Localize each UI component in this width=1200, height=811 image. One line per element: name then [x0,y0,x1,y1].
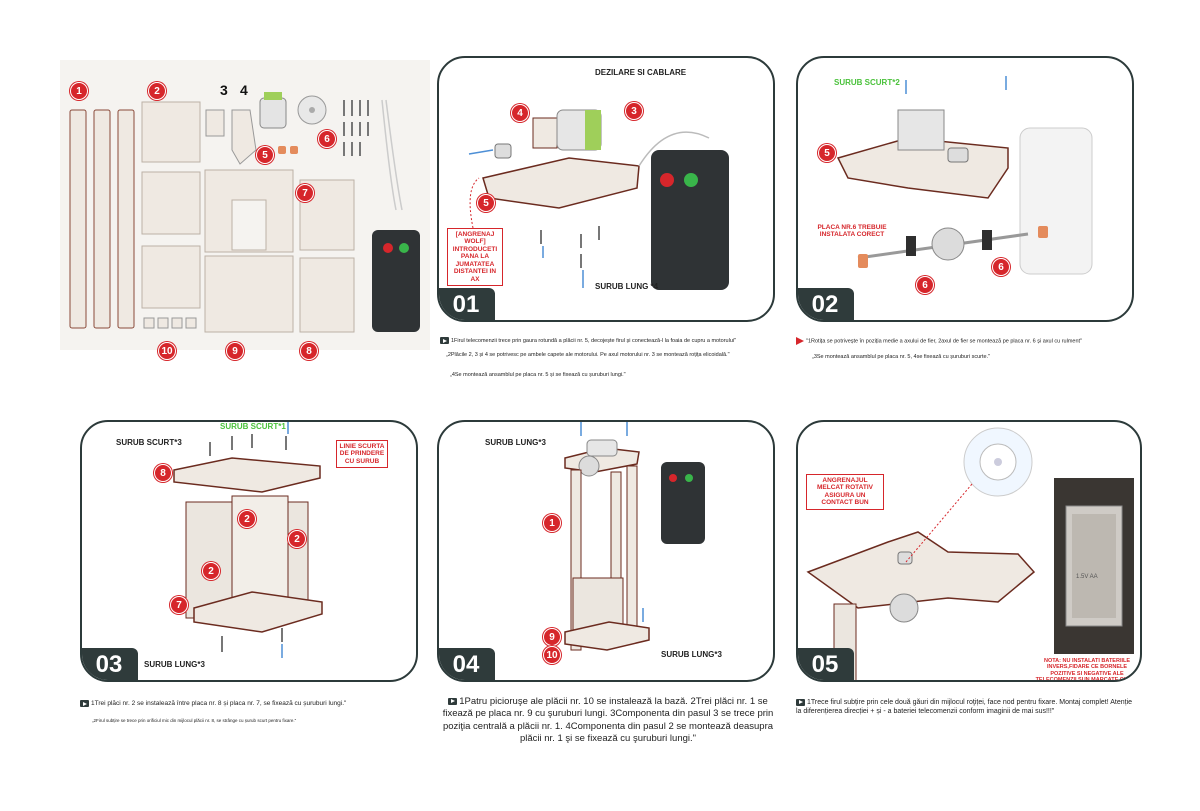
step-03-badge-7: 7 [170,596,188,614]
step-02-note: PLACA NR.6 TREBUIE INSTALATA CORECT [817,224,887,239]
step-04-badge-9: 9 [543,628,561,646]
step-02-badge-6b: 6 [992,258,1010,276]
step-03-screw-label-3: SURUB LUNG*3 [144,660,205,669]
step-03-screw-label-1: SURUB SCURT*1 [220,422,286,431]
step-04-screw-label-1: SURUB LUNG*3 [485,438,546,447]
step-01-badge-4: 4 [511,104,529,122]
step-03-number: 03 [82,648,138,680]
step-03-badge-8: 8 [154,464,172,482]
part-badge-4: 4 [240,82,248,98]
step-01-caption-1-text: 1Firul telecomenzii trece prin gaura rot… [451,337,737,344]
step-04-screw-label-2: SURUB LUNG*3 [661,650,722,659]
step-05-number: 05 [798,648,854,680]
step-01-panel: DEZILARE SI CABLARE SURUB LUNG *4 4 3 5 … [437,56,775,322]
step-05-panel: ANGRENAJUL MELCAT ROTATIV ASIGURA UN CON… [796,420,1142,682]
step-01-screw-label: SURUB LUNG *4 [595,282,659,291]
step-04-illustration [564,422,705,651]
part-badge-5: 5 [256,146,274,164]
step-04-panel: SURUB LUNG*3 SURUB LUNG*3 1 9 10 04 [437,420,775,682]
part-badge-7: 7 [296,184,314,202]
step-02-screw-label: SURUB SCURT*2 [834,78,900,87]
part-badge-3: 3 [220,82,228,98]
play-icon [440,337,449,344]
step-02-illustration [836,76,1093,275]
step-01-caption-2: „2Plăcile 2, 3 și 4 se potrivesc pe ambe… [446,352,730,358]
step-01-illustration [468,109,729,290]
step-04-badge-1: 1 [543,514,561,532]
step-01-badge-3: 3 [625,102,643,120]
parts-overview: 1 2 3 4 5 6 7 8 9 10 [60,60,430,360]
step-02-caption-2: „3Se montează ansamblul pe placa nr. 5, … [812,354,991,360]
part-badge-2: 2 [148,82,166,100]
part-badge-1: 1 [70,82,88,100]
play-icon [796,698,805,706]
step-05-note-gear: ANGRENAJUL MELCAT ROTATIV ASIGURA UN CON… [806,474,884,510]
step-03-badge-2a: 2 [238,510,256,528]
step-02-panel: SURUB SCURT*2 5 6 6 PLACA NR.6 TREBUIE I… [796,56,1134,322]
step-01-number: 01 [439,288,495,320]
step-03-caption-1-text: 1Trei plăci nr. 2 se instalează între pl… [91,700,347,708]
step-05-battery-label: 1.5V AA [1076,574,1098,580]
step-01-badge-5: 5 [477,194,495,212]
step-03-badge-2b: 2 [288,530,306,548]
step-05-caption-text: 1Trece firul subțire prin cele două găur… [796,699,1133,716]
step-02-caption-1-text: "1Rotița se potrivește în poziția medie … [806,338,1082,345]
step-01-caption-3: „4Se montează ansamblul pe placa nr. 5 ș… [450,372,626,378]
part-badge-9: 9 [226,342,244,360]
step-03-note: LINIE SCURTA DE PRINDERE CU SURUB [336,440,388,469]
step-02-number: 02 [798,288,854,320]
step-03-caption-1: 1Trei plăci nr. 2 se instalează între pl… [80,700,420,709]
step-04-caption-text: 1Patru picioruşe ale plăcii nr. 10 se in… [442,696,774,745]
step-03-caption-2: „2Firul subțire se trece prin orificiul … [92,718,297,723]
part-badge-6: 6 [318,130,336,148]
step-01-note: [ANGRENAJ WOLF] INTRODUCETI PANA LA JUMA… [447,228,503,287]
part-badge-8: 8 [300,342,318,360]
step-04-caption: 1Patru picioruşe ale plăcii nr. 10 se in… [438,696,778,745]
step-03-screw-label-2: SURUB SCURT*3 [116,438,182,447]
step-05-caption: 1Trece firul subțire prin cele două găur… [796,698,1136,716]
step-01-caption-1: 1Firul telecomenzii trece prin gaura rot… [440,337,780,345]
step-04-number: 04 [439,648,495,680]
step-02-caption-1: "1Rotița se potrivește în poziția medie … [796,337,1146,346]
play-icon [80,700,89,707]
step-05-illustration [806,427,1134,680]
step-05-note-battery: NOTA: NU INSTALATI BATERIILE INVERS,FIDA… [1035,658,1139,682]
step-03-panel: SURUB SCURT*1 SURUB SCURT*3 SURUB LUNG*3… [80,420,418,682]
parts-illustration [69,92,420,333]
part-badge-10: 10 [158,342,176,360]
step-04-badge-10: 10 [543,646,561,664]
arrow-icon [796,337,804,345]
step-02-badge-5: 5 [818,144,836,162]
step-01-title: DEZILARE SI CABLARE [595,68,687,77]
step-03-badge-2c: 2 [202,562,220,580]
step-02-badge-6a: 6 [916,276,934,294]
play-icon [448,697,458,705]
